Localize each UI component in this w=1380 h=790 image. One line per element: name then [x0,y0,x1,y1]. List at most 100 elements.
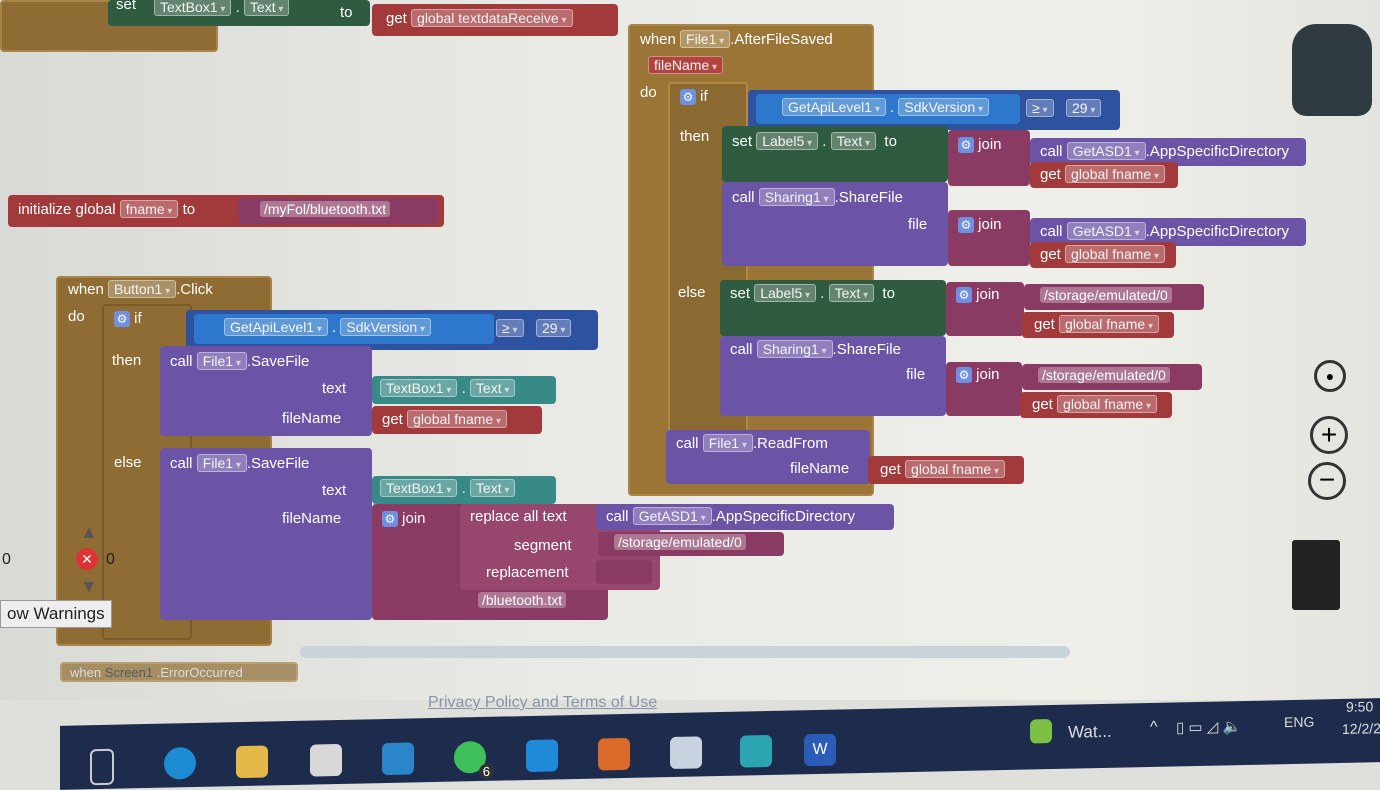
string-value[interactable]: /bluetooth.txt [478,592,567,608]
component-dropdown[interactable]: File1 [196,454,247,472]
get-fname-block[interactable]: get global fname [1030,162,1178,188]
zoom-in-icon[interactable]: + [1310,416,1348,454]
horizontal-scrollbar[interactable] [300,646,1070,658]
join-block[interactable]: ⚙ join [948,210,1030,266]
variable-dropdown[interactable]: global textdataReceive [411,9,573,27]
component-dropdown[interactable]: File1 [702,434,753,452]
compare-block[interactable]: GetApiLevel1 . SdkVersion ≥ 29 [186,310,598,350]
mail-icon[interactable] [382,742,414,776]
string-block[interactable]: /storage/emulated/0 [1022,364,1202,390]
edge-icon[interactable] [164,746,196,780]
join-block[interactable]: ⚙ join [948,130,1030,186]
component-dropdown[interactable]: File1 [680,30,731,48]
component-dropdown[interactable]: GetASD1 [632,507,712,525]
property-dropdown[interactable]: SdkVersion [898,98,990,116]
asd-call-block[interactable]: call GetASD1.AppSpecificDirectory [596,504,894,530]
privacy-link[interactable]: Privacy Policy and Terms of Use [428,694,658,711]
savefile-call-block-else[interactable]: call File1.SaveFile text fileName [160,448,372,620]
set-label-block[interactable]: set Label5 . Text to [722,126,948,182]
number-field[interactable]: 29 [536,319,572,337]
tray-icons[interactable]: ▯ ▭ ◿ 🔈 [1176,718,1242,737]
variable-dropdown[interactable]: global fname [1065,245,1166,263]
gear-icon[interactable]: ⚙ [958,217,974,233]
property-dropdown[interactable]: Text [469,379,516,397]
get-fname-block[interactable]: get global fname [1020,392,1172,418]
zoom-out-icon[interactable]: − [1308,462,1346,500]
join-block[interactable]: ⚙ join [946,282,1024,336]
parameter-field[interactable]: fileName [648,56,724,74]
component-dropdown[interactable]: GetASD1 [1066,222,1146,240]
operator-dropdown[interactable]: ≥ [496,319,524,337]
textbox-text-block[interactable]: TextBox1 . Text [372,476,556,504]
gear-icon[interactable]: ⚙ [382,511,398,527]
property-dropdown[interactable]: Text [243,0,290,16]
number-field[interactable]: 29 [1066,99,1102,117]
gear-icon[interactable]: ⚙ [956,287,972,303]
clock-time[interactable]: 9:50 [1346,698,1374,715]
gear-icon[interactable]: ⚙ [114,311,130,327]
word-icon[interactable]: W [804,733,836,767]
variable-dropdown[interactable]: global fname [905,460,1006,478]
join-block[interactable]: ⚙ join [946,362,1022,416]
string-value[interactable]: /storage/emulated/0 [1040,287,1172,303]
property-dropdown[interactable]: Text [469,479,516,497]
string-block[interactable]: /storage/emulated/0 [1024,284,1204,310]
calculator-icon[interactable] [670,736,702,770]
component-dropdown[interactable]: Button1 [108,280,177,298]
string-block[interactable]: /bluetooth.txt [462,590,606,614]
arrow-down-icon[interactable]: ▼ [80,576,98,596]
get-fname-block[interactable]: get global fname [372,406,542,434]
recenter-icon[interactable]: ● [1314,360,1346,392]
whatsapp-icon[interactable]: 6 [454,740,494,780]
component-dropdown[interactable]: TextBox1 [380,379,458,397]
component-dropdown[interactable]: Sharing1 [756,340,833,358]
get-fname-block[interactable]: get global fname [1030,242,1176,268]
component-dropdown[interactable]: TextBox1 [380,479,458,497]
component-dropdown[interactable]: Sharing1 [758,188,835,206]
language-indicator[interactable]: ENG [1284,713,1315,731]
screen-error-event[interactable]: when Screen1 .ErrorOccurred [60,662,298,682]
compare-block[interactable]: GetApiLevel1 . SdkVersion ≥ 29 [748,90,1120,130]
variable-dropdown[interactable]: global fname [407,410,508,428]
string-block[interactable]: /storage/emulated/0 [598,532,784,556]
component-dropdown[interactable]: File1 [196,352,247,370]
component-dropdown[interactable]: GetApiLevel1 [224,318,328,336]
set-textbox-block[interactable]: set TextBox1 . Text to [108,0,370,26]
clock-date[interactable]: 12/2/2 [1342,720,1380,737]
operator-dropdown[interactable]: ≥ [1026,99,1054,117]
property-dropdown[interactable]: Text [830,132,877,150]
task-view-icon[interactable] [90,748,114,786]
textbox-text-block[interactable]: TextBox1 . Text [372,376,556,404]
component-dropdown[interactable]: GetASD1 [1066,142,1146,160]
component-dropdown[interactable]: Label5 [756,132,819,150]
trash-icon[interactable] [1292,540,1340,610]
component-dropdown[interactable]: GetApiLevel1 [782,98,886,116]
string-value[interactable]: /storage/emulated/0 [614,534,746,550]
taskbar-app-label[interactable]: Wat... [1068,721,1112,742]
arduino-icon[interactable] [740,734,772,768]
string-value[interactable]: /storage/emulated/0 [1038,367,1170,383]
tray-chevron-icon[interactable]: ^ [1150,718,1158,736]
set-label-block[interactable]: set Label5 . Text to [720,280,946,336]
arrow-up-icon[interactable]: ▲ [80,522,98,542]
variable-dropdown[interactable]: global fname [1057,395,1158,413]
gear-icon[interactable]: ⚙ [680,89,696,105]
backpack-icon[interactable] [1292,24,1372,116]
string-value[interactable]: /myFol/bluetooth.txt [260,201,391,217]
string-block[interactable] [596,560,652,584]
get-fname-block[interactable]: get global fname [1022,312,1174,338]
variable-dropdown[interactable]: global fname [1059,315,1160,333]
savefile-call-block[interactable]: call File1.SaveFile text fileName [160,346,372,436]
gear-icon[interactable]: ⚙ [956,367,972,383]
property-dropdown[interactable]: SdkVersion [340,318,432,336]
property-dropdown[interactable]: Text [828,284,875,302]
component-dropdown[interactable]: TextBox1 [154,0,232,16]
gear-icon[interactable]: ⚙ [958,137,974,153]
component-dropdown[interactable]: Screen1 [104,665,154,680]
app-icon[interactable] [1030,719,1052,744]
matlab-icon[interactable] [598,737,630,771]
component-dropdown[interactable]: Label5 [754,284,817,302]
variable-dropdown[interactable]: global fname [1065,165,1166,183]
